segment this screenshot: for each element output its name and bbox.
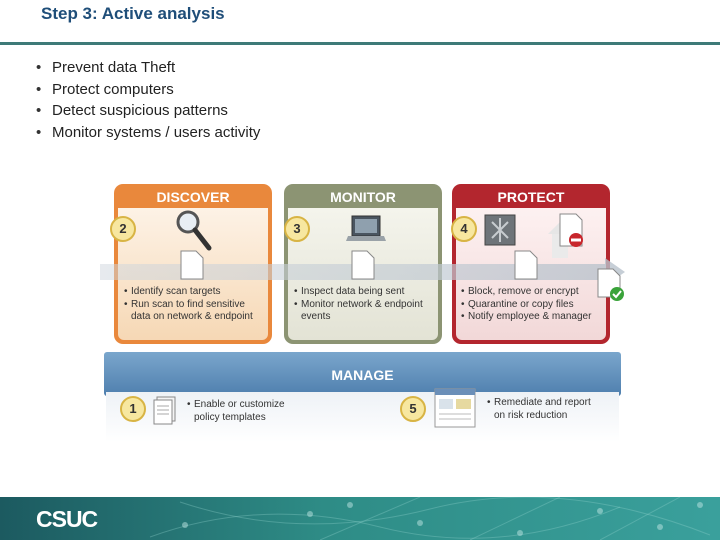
bullet-item: Monitor systems / users activity <box>36 122 260 144</box>
manage-bar <box>104 352 621 396</box>
bullet-item: Protect computers <box>36 79 260 101</box>
step-number: 5 <box>400 396 426 422</box>
protect-line: Notify employee & manager <box>461 311 606 324</box>
protect-title: PROTECT <box>497 189 565 205</box>
manage-step-text: Enable or customize policy templates <box>187 399 294 424</box>
slide-title: Step 3: Active analysis <box>41 4 225 23</box>
magnifier-icon <box>176 210 212 251</box>
network-pattern <box>149 497 711 540</box>
laptop-icon <box>346 215 386 241</box>
policy-templates-icon <box>153 396 176 425</box>
discover-line: Identify scan targets <box>124 286 264 299</box>
monitor-line: Monitor network & endpoint events <box>294 299 436 324</box>
monitor-title: MONITOR <box>330 189 396 205</box>
monitor-description: Inspect data being sent Monitor network … <box>294 286 436 324</box>
protect-description: Block, remove or encrypt Quarantine or c… <box>461 286 606 324</box>
protect-line: Block, remove or encrypt <box>461 286 606 299</box>
blocked-document-icon <box>548 213 583 258</box>
manage-step-text: Remediate and report on risk reduction <box>487 397 604 422</box>
discover-line: Run scan to find sensitive data on netwo… <box>124 299 264 324</box>
step-number: 2 <box>110 216 136 242</box>
step-number: 1 <box>120 396 146 422</box>
step-number: 4 <box>451 216 477 242</box>
title-divider <box>0 42 720 45</box>
step-number: 3 <box>284 216 310 242</box>
document-icon <box>351 250 375 280</box>
monitor-line: Inspect data being sent <box>294 286 436 299</box>
document-icon <box>180 250 204 280</box>
protect-line: Quarantine or copy files <box>461 299 606 312</box>
discover-description: Identify scan targets Run scan to find s… <box>124 286 264 324</box>
csuc-logo: CSUC <box>36 506 98 532</box>
document-icon <box>514 250 538 280</box>
discover-title: DISCOVER <box>156 189 230 205</box>
bullet-item: Detect suspicious patterns <box>36 100 260 122</box>
usb-device-icon <box>484 214 516 246</box>
report-icon <box>434 388 476 428</box>
bullet-list: Prevent data Theft Protect computers Det… <box>36 57 260 143</box>
dlp-diagram: MANAGE DISCOVER MONITOR PROTECT 2 3 4 <box>100 180 625 442</box>
manage-title: MANAGE <box>331 367 394 383</box>
bullet-item: Prevent data Theft <box>36 57 260 79</box>
footer-banner: CSUC <box>0 497 720 540</box>
